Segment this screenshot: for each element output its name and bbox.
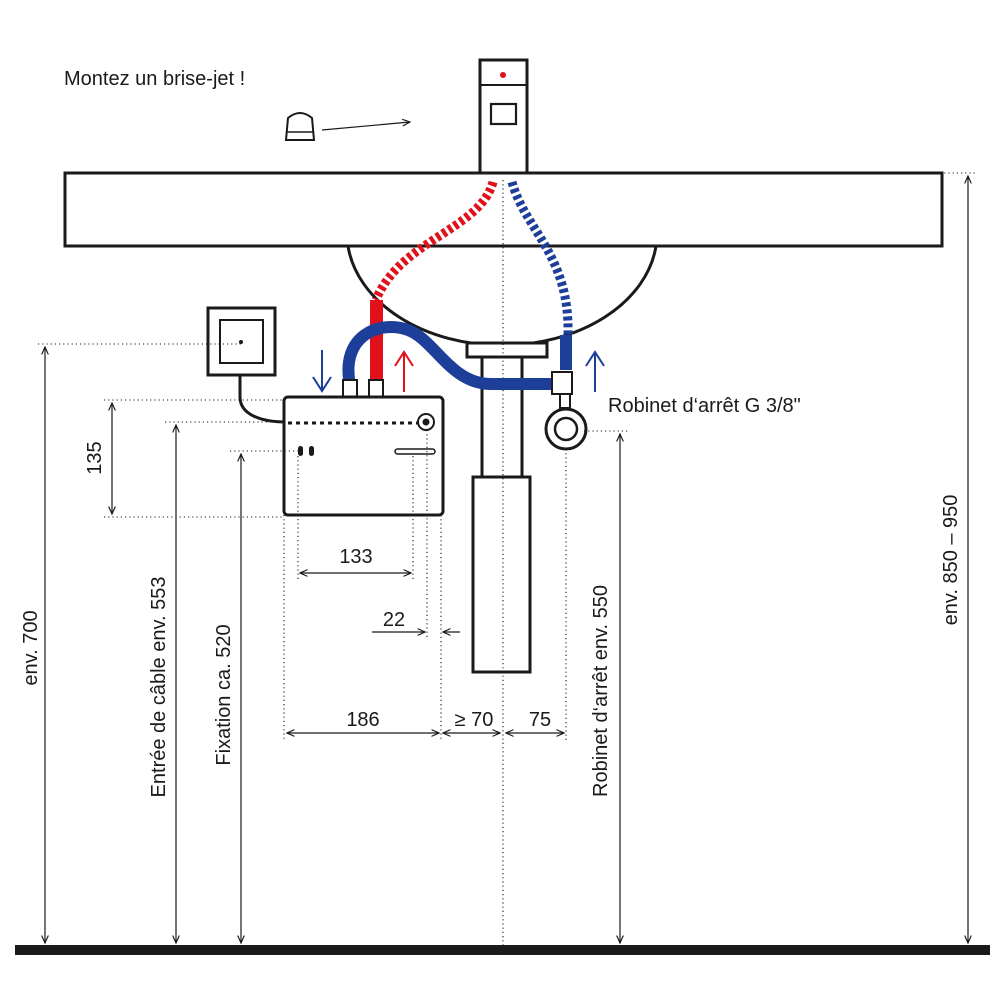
- dim-75-label: 75: [529, 709, 551, 731]
- hot-pipe: [370, 300, 383, 385]
- extension-lines: [38, 172, 975, 740]
- aerator-arrow: [321, 122, 410, 131]
- floor-line: [15, 945, 990, 955]
- power-cable: [238, 375, 287, 424]
- cold-pipe: [342, 321, 552, 390]
- hot-flex-hose: [371, 180, 498, 302]
- electrical-box: [206, 306, 277, 377]
- faucet: [478, 58, 529, 175]
- dim-133-label: 133: [339, 546, 372, 568]
- hot-out-arrow: [394, 350, 414, 392]
- shutoff-valve: [544, 371, 588, 451]
- water-heater: [282, 395, 445, 517]
- dim-135-label: 135: [84, 441, 106, 474]
- cold-riser: [560, 335, 572, 370]
- dim-186-label: 186: [346, 709, 379, 731]
- aerator: [284, 112, 316, 141]
- hot-fitting: [368, 379, 384, 399]
- cable-entry-label: Entrée de câble env. 553: [148, 577, 170, 798]
- dim-22-label: 22: [383, 609, 405, 631]
- cold-fitting: [342, 379, 358, 399]
- drain-pipe: [465, 341, 549, 674]
- height-total-label: env. 850 – 950: [940, 495, 962, 626]
- cold-in-arrow: [312, 350, 332, 393]
- dim-70-label: ≥ 70: [455, 709, 494, 731]
- brise-jet-note: Montez un brise-jet !: [64, 68, 245, 90]
- dimension-lines: [45, 176, 968, 943]
- height-700-label: env. 700: [20, 610, 42, 685]
- cold-flex-hose: [507, 180, 573, 336]
- supply-arrow: [585, 350, 605, 392]
- shutoff-valve-label: Robinet d‘arrêt G 3/8": [608, 395, 801, 417]
- shutoff-height-label: Robinet d‘arrêt env. 550: [590, 585, 612, 797]
- fixation-label: Fixation ca. 520: [213, 624, 235, 765]
